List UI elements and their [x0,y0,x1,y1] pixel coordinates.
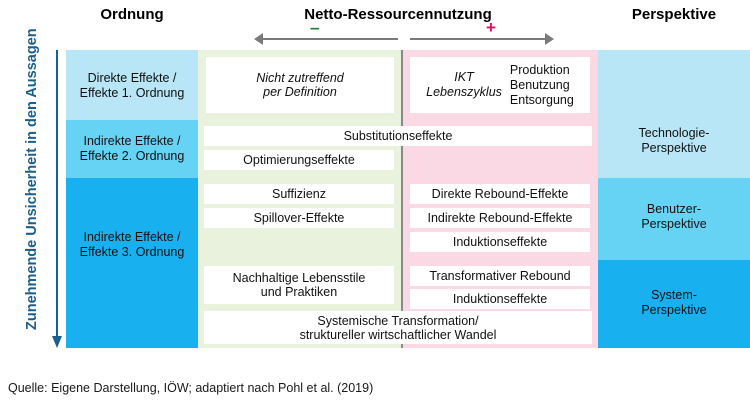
matrix-row-third-order-user: Benutzer- Perspektive Suffizienz Spillov… [66,178,750,260]
order-cell-first: Direkte Effekte / Effekte 1. Ordnung [66,50,198,120]
order-cell-third-a [66,178,198,260]
cell-spillover-effekte: Spillover-Effekte [204,208,394,228]
cell-nicht-zutreffend-line1: Nicht zutreffend [256,71,344,85]
center-divider-third-a [401,178,403,260]
order-cell-third-b [66,260,198,348]
perspective-cell-system: System- Perspektive [598,260,750,348]
cell-transformativer-rebound: Transformativer Rebound [410,266,590,286]
column-headers: Ordnung Netto-Ressourcennutzung Perspekt… [0,0,750,50]
order3-label-line2: Effekte 3. Ordnung [79,245,185,259]
lifecycle-entsorgung: Entsorgung [509,92,574,107]
cell-induktionseffekte-system: Induktionseffekte [410,289,590,309]
ikt-line2: Lebenszyklus [426,85,502,99]
perspective-system-line1: System- [651,288,697,302]
uncertainty-axis-label: Zunehmende Unsicherheit in den Aussagen [24,28,40,330]
cell-nachhaltige-lebensstile: Nachhaltige Lebensstile und Praktiken [204,266,394,304]
order3-label-line1: Indirekte Effekte / [83,230,181,244]
minus-sign: – [310,18,320,37]
nachhaltige-line2: und Praktiken [260,285,338,299]
lifecycle-produktion: Produktion [509,62,570,77]
cell-systemische-transformation: Systemische Transformation/ strukturelle… [204,311,592,344]
matrix-row-third-order-system: System- Perspektive Nachhaltige Lebensst… [66,260,750,348]
cell-direkte-rebound-effekte: Direkte Rebound-Effekte [410,184,590,204]
negative-direction-arrow: – [254,19,398,48]
perspective-cell-technology-cont: Technologie- Perspektive [598,120,750,178]
lifecycle-benutzung: Benutzung [509,77,570,92]
axis-arrow-shaft [56,50,58,338]
cell-optimierungseffekte: Optimierungseffekte [204,150,394,170]
perspective-technology-line1: Technologie- [638,126,710,140]
cell-nicht-zutreffend-line2: per Definition [263,85,337,99]
ikt-line1: IKT [454,70,474,84]
header-netto-ressourcennutzung: Netto-Ressourcennutzung [304,6,492,23]
center-divider-second [401,120,403,178]
effects-matrix: Direkte Effekte / Effekte 1. Ordnung Nic… [66,50,750,348]
perspective-system-line2: Perspektive [641,303,707,317]
perspective-cell-user: Benutzer- Perspektive [598,178,750,260]
order-cell-second: Indirekte Effekte / Effekte 2. Ordnung [66,120,198,178]
header-ordnung: Ordnung [100,6,164,23]
positive-direction-arrow: + [410,19,554,48]
arrow-shaft-left [263,38,398,40]
perspective-technology-line2: Perspektive [641,141,707,155]
order-cell-third-label: Indirekte Effekte / Effekte 3. Ordnung [66,230,198,260]
ikt-lifecycle-stages: Produktion Benutzung Entsorgung [510,63,574,108]
systemische-line1: Systemische Transformation/ [317,313,479,328]
uncertainty-axis-arrow [52,50,64,350]
perspective-cell-technology [598,50,750,120]
cell-substitutionseffekte: Substitutionseffekte [204,126,592,146]
cell-nicht-zutreffend: Nicht zutreffend per Definition [206,57,394,113]
arrow-head-right [545,33,554,45]
cell-indirekte-rebound-effekte: Indirekte Rebound-Effekte [410,208,590,228]
axis-arrow-head-down-icon [52,336,62,348]
order2-label-line2: Effekte 2. Ordnung [79,149,185,163]
order2-label-line1: Indirekte Effekte / [83,134,181,148]
systemische-line2: struktureller wirtschaftlicher Wandel [299,327,497,342]
arrow-head-left [254,33,263,45]
source-caption: Quelle: Eigene Darstellung, IÖW; adaptie… [8,381,374,395]
cell-induktionseffekte-user: Induktionseffekte [410,232,590,252]
perspective-user-line1: Benutzer- [646,202,702,216]
nachhaltige-line1: Nachhaltige Lebensstile [232,271,366,285]
center-divider [401,50,403,120]
cell-suffizienz: Suffizienz [204,184,394,204]
order-label-line2: Effekte 1. Ordnung [79,86,185,100]
uncertainty-axis: Zunehmende Unsicherheit in den Aussagen [0,28,64,356]
perspective-user-line2: Perspektive [641,217,707,231]
cell-ikt-lebenszyklus: IKT Lebenszyklus Produktion Benutzung En… [410,57,590,113]
header-perspektive: Perspektive [631,6,717,23]
matrix-row-first-order: Direkte Effekte / Effekte 1. Ordnung Nic… [66,50,750,120]
matrix-row-second-order: Indirekte Effekte / Effekte 2. Ordnung T… [66,120,750,178]
plus-sign: + [486,18,496,37]
center-divider-third-b [401,260,403,348]
ikt-lebenszyklus-label: IKT Lebenszyklus [426,70,502,100]
order-label-line1: Direkte Effekte / [87,71,177,85]
arrow-shaft-right [410,38,545,40]
